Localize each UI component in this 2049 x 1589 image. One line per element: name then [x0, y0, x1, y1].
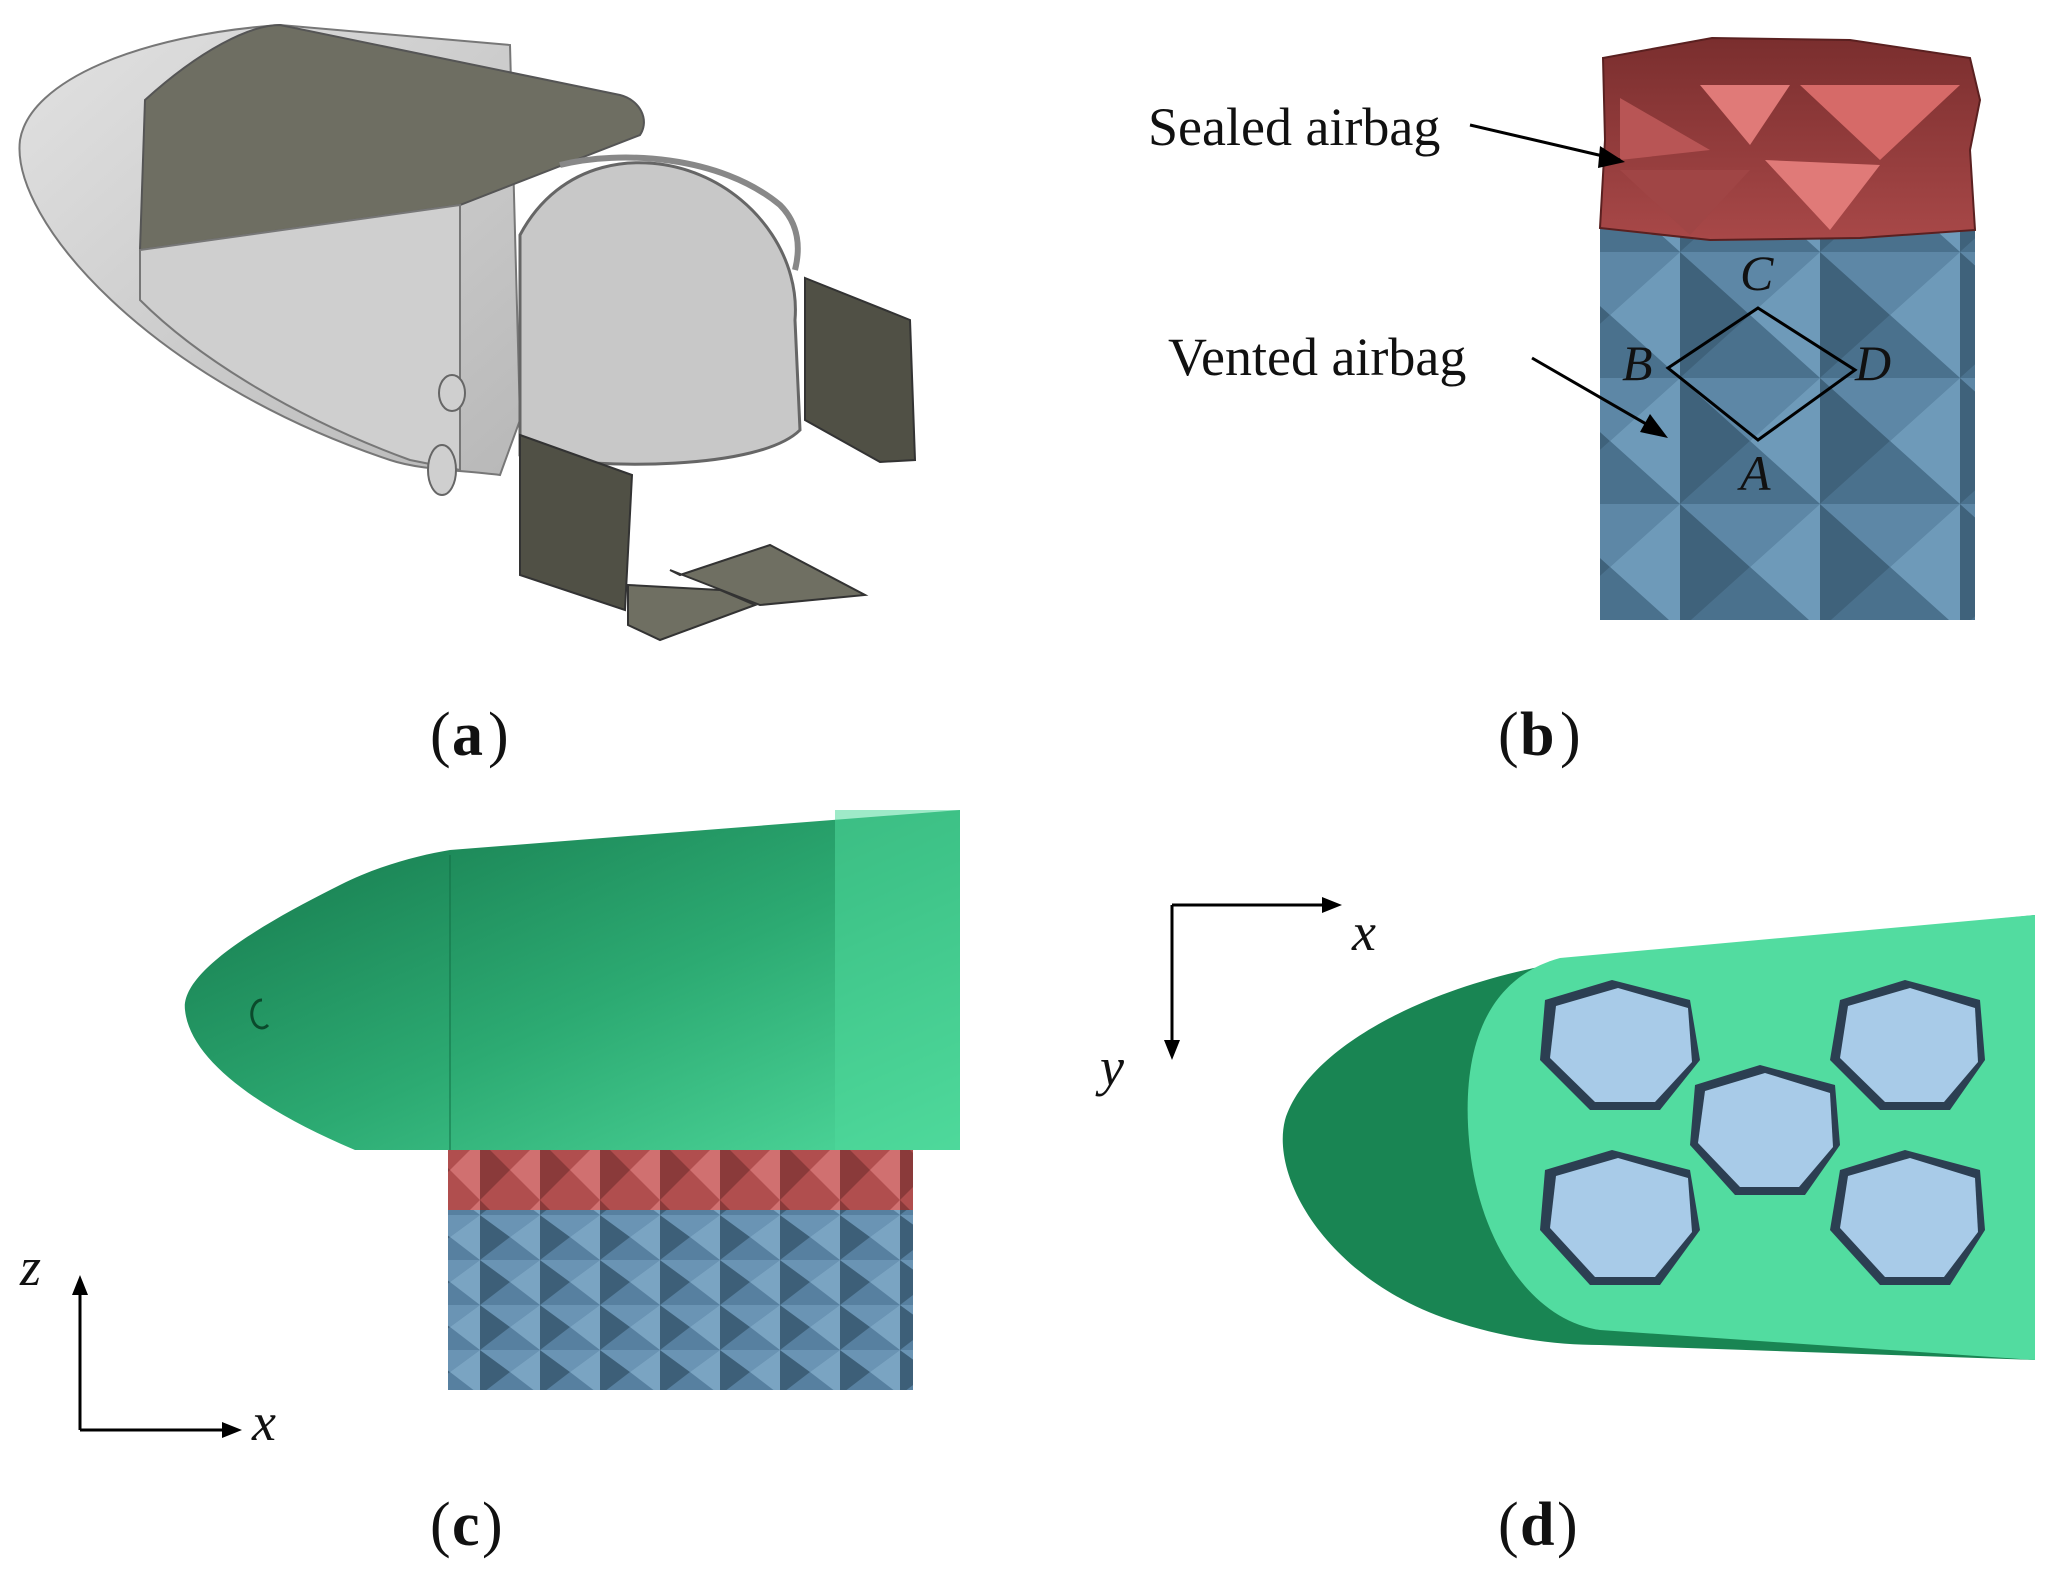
sealed-airbag-facet-4: [1765, 160, 1880, 230]
airbag-top-left: [1540, 980, 1700, 1110]
capsule-plate-right: [669, 543, 869, 607]
capsule-port-upper: [438, 374, 466, 412]
sealed-airbag-facet-2: [1700, 85, 1790, 145]
panel-a-capsule: [18, 23, 917, 642]
point-B: B: [1622, 335, 1653, 391]
point-C: C: [1740, 245, 1774, 301]
axis-x-arrowhead-d: [1322, 897, 1342, 913]
axis-z-arrowhead: [72, 1275, 88, 1295]
vented-airbag-arrowhead: [1640, 414, 1668, 438]
point-A: A: [1737, 445, 1771, 501]
caption-a-open: (: [430, 701, 451, 769]
axis-x-label-d: x: [1351, 902, 1376, 962]
caption-a-letter: a: [452, 701, 483, 769]
axis-y-arrowhead: [1164, 1040, 1180, 1060]
hull-port: [250, 998, 270, 1030]
caption-d-open: (: [1498, 1491, 1519, 1559]
vented-airbag-body: [1600, 225, 1975, 620]
caption-c-open: (: [430, 1491, 451, 1559]
capsule-rear-face: [518, 161, 802, 466]
caption-b-open: (: [1498, 701, 1519, 769]
axis-z-label: z: [19, 1237, 41, 1297]
axis-x-label-c: x: [251, 1392, 276, 1452]
caption-b-letter: b: [1520, 701, 1554, 769]
airbag-center: [1690, 1065, 1840, 1195]
hull-tail-band: [835, 810, 960, 1150]
caption-c-close: ): [482, 1491, 503, 1559]
caption-d-letter: d: [1520, 1491, 1554, 1559]
hull-side: [184, 810, 961, 1150]
capsule-upper-band: [138, 23, 645, 252]
caption-d-close: ): [1557, 1491, 1578, 1559]
panel-d-bottom-view: x y: [1095, 897, 2035, 1360]
sealed-airbag-label: Sealed airbag: [1148, 97, 1440, 157]
vented-airbag-label: Vented airbag: [1168, 327, 1466, 387]
point-D: D: [1854, 335, 1891, 391]
airbag-bottom-left: [1540, 1150, 1700, 1285]
axis-x-arrowhead-c: [222, 1422, 242, 1438]
sealed-airbag-arrowhead: [1598, 146, 1625, 168]
vented-airbag-side: [448, 1210, 913, 1390]
caption-b-close: ): [1560, 701, 1581, 769]
sealed-airbag-facet-5: [1620, 170, 1750, 235]
airbag-bottom-right: [1830, 1150, 1985, 1285]
diamond-ABCD: [1665, 306, 1858, 442]
capsule-fin-left: [519, 433, 634, 612]
caption-c-letter: c: [452, 1491, 480, 1559]
panel-b-airbag: C B D A Sealed airbag Vented airbag: [1148, 36, 1982, 620]
caption-a-close: ): [488, 701, 509, 769]
sealed-airbag-side: [448, 1150, 913, 1210]
sealed-airbag-arrow: [1469, 123, 1621, 162]
capsule-fin-right: [804, 276, 917, 464]
sealed-airbag-facet-3: [1800, 85, 1960, 160]
panel-c-side-view: z x: [19, 810, 961, 1452]
capsule-rear-ring: [559, 154, 801, 271]
capsule-lower-band: [139, 203, 461, 472]
vented-airbag-arrow: [1531, 356, 1661, 434]
axis-y-label: y: [1095, 1037, 1124, 1097]
airbag-top-right: [1830, 980, 1985, 1110]
capsule-plate-left: [627, 583, 758, 642]
capsule-port-lower: [427, 444, 457, 496]
sealed-airbag-facet-1: [1620, 98, 1710, 160]
